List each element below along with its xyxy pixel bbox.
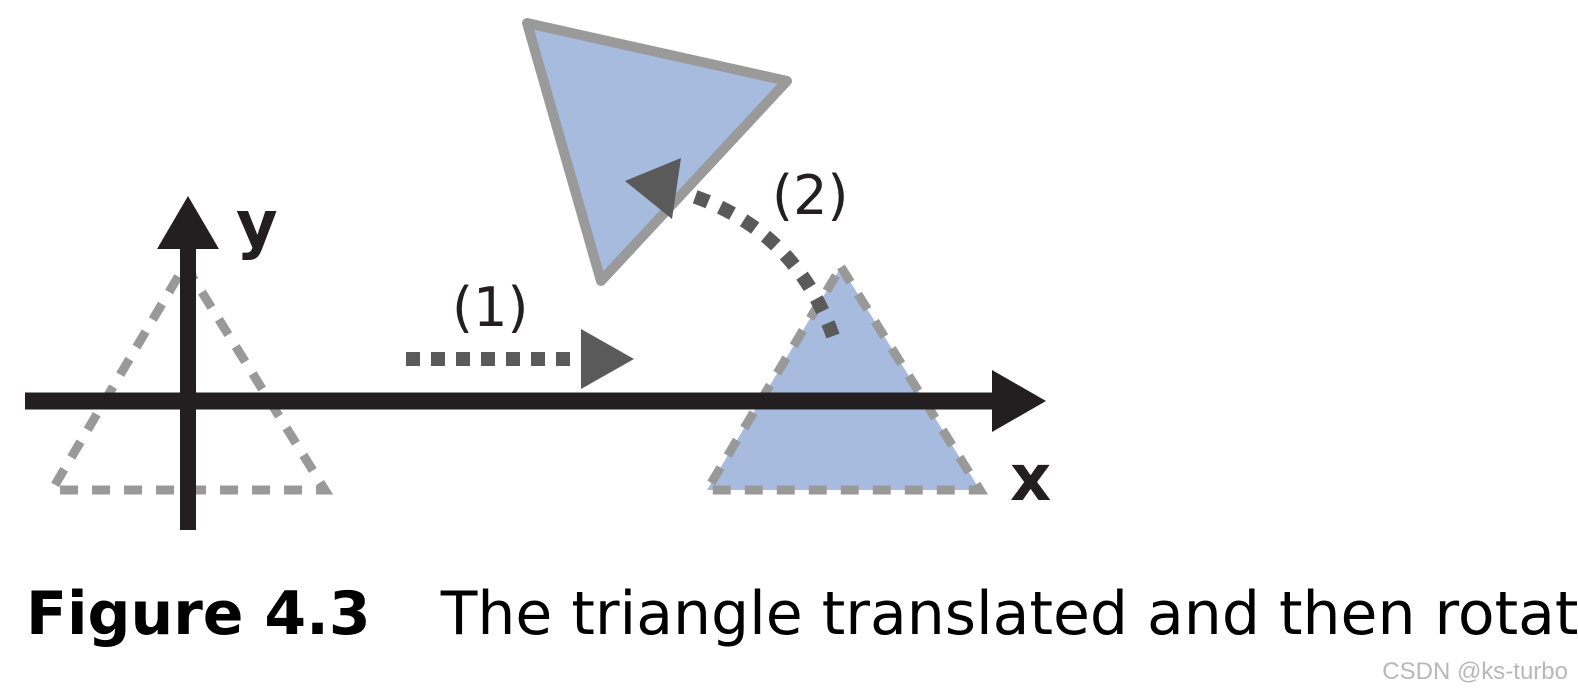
caption-text: The triangle translated and then rotated [440, 579, 1578, 649]
y-axis-arrowhead [157, 196, 219, 249]
y-axis-label: y [236, 188, 278, 262]
figure-caption: Figure 4.3 The triangle translated and th… [26, 578, 1578, 650]
x-axis-label: x [1010, 442, 1051, 516]
rotation-arrowhead [625, 158, 681, 219]
translated-triangle [699, 258, 989, 495]
step-1-label: (1) [452, 276, 529, 339]
figure-number: Figure 4.3 [26, 579, 371, 649]
rotated-triangle [522, 18, 792, 286]
step-2-label: (2) [772, 164, 849, 227]
translation-arrowhead [581, 329, 634, 389]
watermark: CSDN @ks-turbo [1382, 658, 1568, 685]
x-axis-arrowhead [992, 370, 1046, 432]
